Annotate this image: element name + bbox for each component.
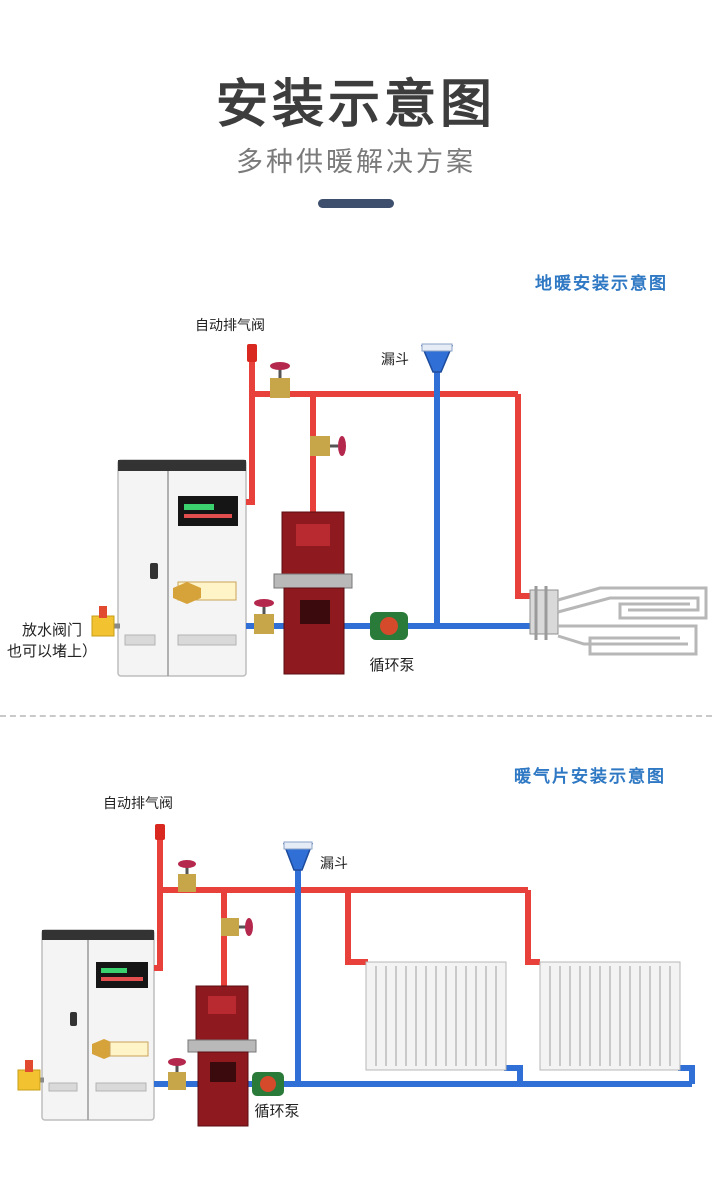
auto-vent-valve-label-2: 自动排气阀: [103, 796, 173, 812]
drain-valve-note: 也可以堵上）: [7, 642, 97, 660]
radiator-panel-2: [539, 961, 681, 1071]
water-heating-stove: [273, 511, 353, 675]
circulation-pump: [370, 612, 408, 640]
section-divider: [0, 715, 712, 717]
floor-heating-manifold: [529, 586, 559, 640]
drain-valve-label: 放水阀门: [22, 621, 82, 639]
circulation-pump-label-2: 循环泵: [254, 1102, 299, 1120]
water-heating-stove-2: [187, 985, 257, 1127]
floor-heating-diagram: 地暖安装示意图 自动排气阀: [7, 273, 708, 677]
funnel-label-2: 漏斗: [320, 856, 348, 872]
funnel: [420, 343, 454, 373]
floor-heating-heading: 地暖安装示意图: [535, 273, 668, 294]
circulation-pump-2: [252, 1072, 284, 1096]
circulation-pump-label: 循环泵: [369, 656, 414, 674]
drain-valve-2: [17, 1060, 44, 1091]
gate-valve-return: [254, 599, 274, 634]
page-subtitle: 多种供暖解决方案: [236, 147, 476, 178]
gate-valve-top: [270, 362, 290, 398]
page-title: 安装示意图: [215, 75, 496, 135]
funnel-label: 漏斗: [381, 352, 409, 368]
radiator-panel-1: [365, 961, 507, 1071]
auto-vent-valve-label: 自动排气阀: [195, 318, 265, 334]
title-underline-bar: [318, 199, 394, 208]
floor-heating-coils: [557, 586, 708, 656]
radiator-diagram: 暖气片安装示意图: [17, 766, 695, 1127]
electric-boiler-2: [41, 929, 155, 1121]
electric-boiler: [117, 459, 247, 677]
auto-vent-valve-2: [155, 824, 165, 840]
radiator-heading: 暖气片安装示意图: [514, 766, 666, 787]
funnel-2: [282, 841, 314, 871]
hot-water-pipes: [246, 352, 532, 599]
gate-valve-riser-2: [221, 918, 253, 936]
gate-valve-return-2: [168, 1058, 186, 1090]
auto-vent-valve: [247, 344, 257, 362]
gate-valve-riser: [310, 436, 346, 456]
drain-valve: [91, 606, 120, 637]
hot-water-pipes-2: [154, 832, 540, 990]
gate-valve-top-2: [178, 860, 196, 892]
